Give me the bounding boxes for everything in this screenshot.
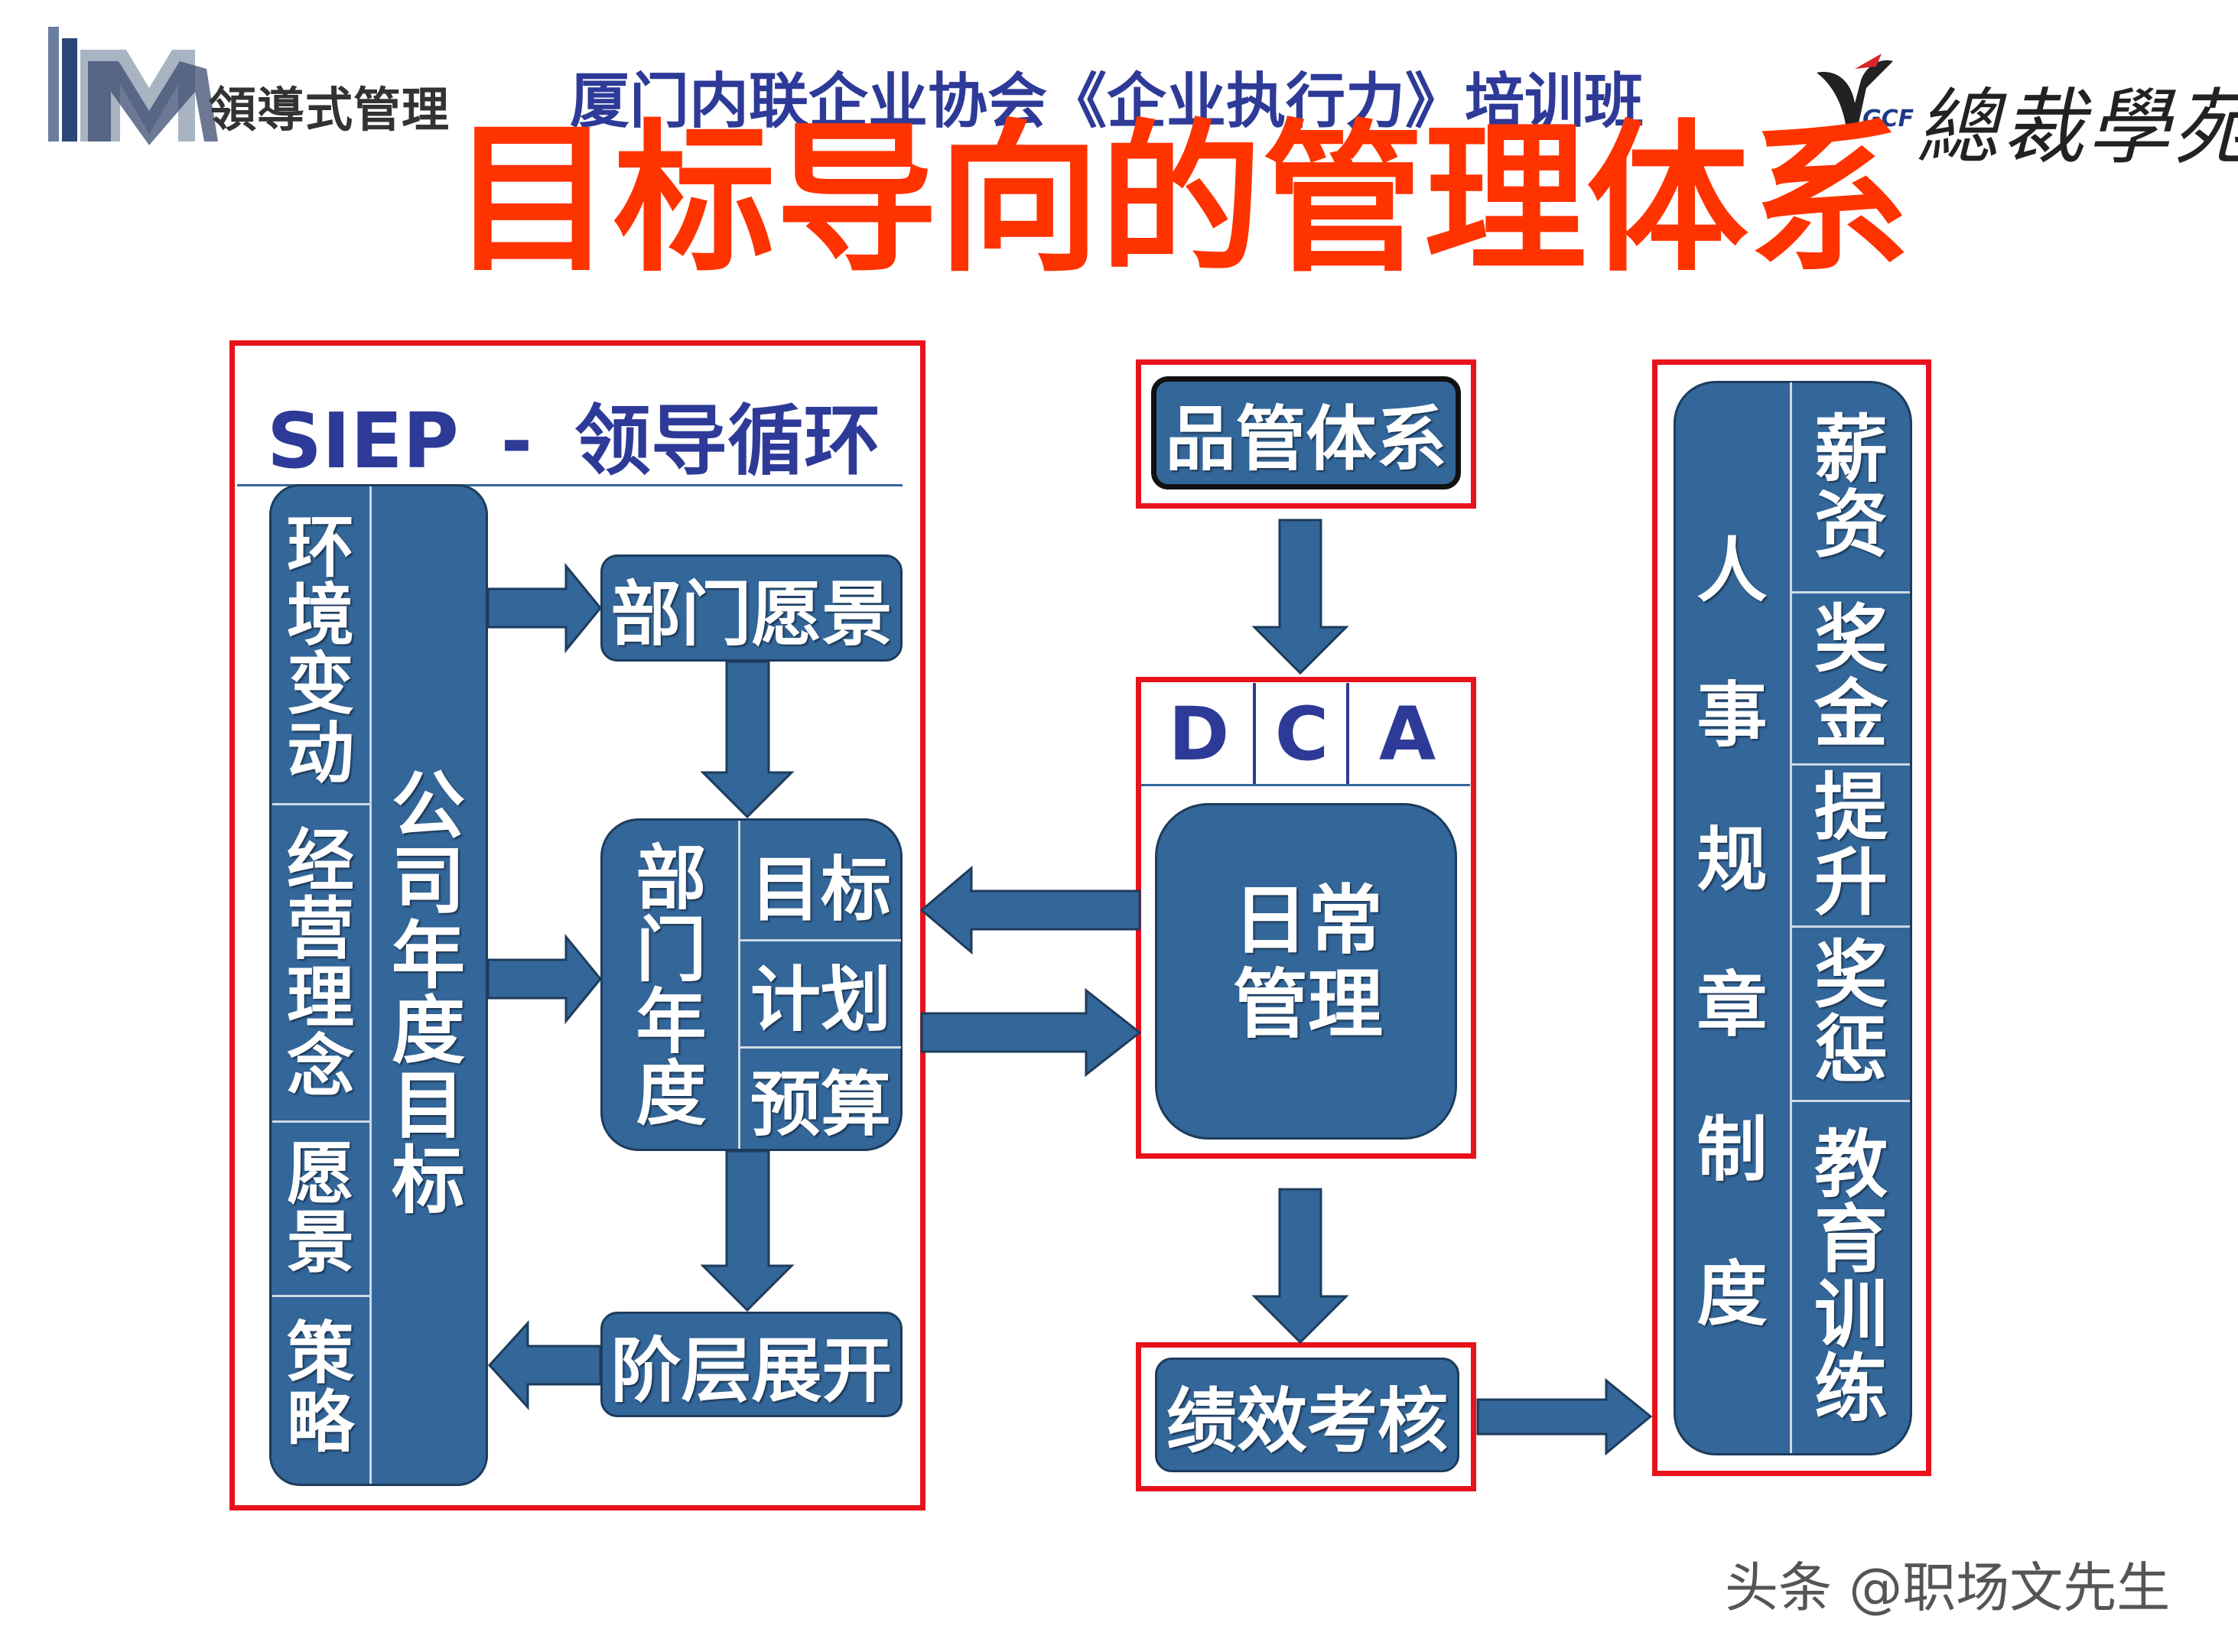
dept-annual-divider (738, 821, 740, 1149)
daily-management-box (1155, 803, 1457, 1140)
logo-left-text: 領導式管理 (209, 82, 451, 138)
performance-label: 绩效考核 (1166, 1380, 1448, 1462)
arrow-vision-down (700, 660, 795, 819)
dept-annual-label: 部门年度 (636, 837, 707, 1135)
arrow-goal-to-annual (486, 933, 602, 1025)
cycle-letter-c: C (1274, 691, 1329, 777)
hr-main-label: 人事规章制度 (1696, 530, 1768, 1336)
hr-item-divider (1792, 763, 1910, 766)
hr-item-training: 教育训练 (1814, 1121, 1888, 1432)
arrow-daily-down (1251, 1188, 1349, 1345)
arrow-annual-down (700, 1150, 795, 1312)
logo-right-mark: GCF (1862, 106, 1914, 132)
daily-management-label: 日常管理 (1232, 877, 1383, 1049)
leadership-logo-icon (48, 27, 218, 145)
dept-item-goal: 目标 (750, 848, 891, 931)
arrow-annual-to-daily (920, 987, 1142, 1078)
arrow-quality-down (1251, 519, 1349, 675)
dept-item-divider (740, 1046, 901, 1049)
left-item-strategy: 策略 (286, 1314, 354, 1462)
gcf-logo-icon (1817, 54, 1893, 134)
cycle-divider (1253, 683, 1256, 784)
siep-heading-cn: 领导循环 (574, 396, 880, 486)
dept-item-budget: 预算 (750, 1063, 891, 1146)
siep-heading-en: SIEP (266, 396, 459, 486)
hr-divider (1790, 382, 1792, 1453)
dept-annual-box (600, 818, 903, 1151)
hr-item-bonus: 奖金 (1814, 596, 1888, 757)
company-annual-goal: 公司年度目标 (392, 763, 465, 1224)
left-item-divider (272, 1120, 369, 1123)
cycle-underline (1141, 784, 1470, 786)
dept-vision-box: 部门愿景 (600, 554, 903, 662)
cycle-letter-d: D (1168, 691, 1230, 777)
performance-frame (1136, 1342, 1476, 1491)
arrow-daily-to-annual (919, 865, 1141, 955)
performance-box: 绩效考核 (1155, 1358, 1459, 1472)
hierarchy-label: 阶层展开 (610, 1329, 893, 1412)
logo-right: GCF 總裁學苑 (1809, 46, 2238, 176)
left-item-environment: 环境变动 (286, 507, 354, 792)
siep-heading: SIEP - 领导循环 (252, 379, 895, 489)
arrow-performance-to-hr (1476, 1377, 1653, 1456)
logo-right-text: 總裁學苑 (1916, 80, 2238, 176)
cycle-letter-a: A (1378, 691, 1436, 777)
hr-frame (1652, 359, 1931, 1476)
left-item-divider (272, 803, 369, 805)
left-item-philosophy: 经营理念 (286, 821, 354, 1106)
hr-item-divider (1792, 591, 1910, 593)
quality-system-frame (1136, 359, 1476, 509)
siep-frame (229, 340, 925, 1511)
hr-item-salary: 薪资 (1814, 406, 1888, 567)
subtitle: 厦门内联企业协会《企业执行力》培训班 (570, 67, 1644, 136)
dept-item-plan: 计划 (750, 959, 891, 1041)
siep-left-column-divider (369, 486, 372, 1484)
dept-item-divider (740, 939, 901, 941)
dept-vision-label: 部门愿景 (610, 573, 893, 655)
cycle-divider (1346, 683, 1349, 784)
left-item-divider (272, 1295, 369, 1297)
quality-system-box: 品管体系 (1151, 376, 1461, 489)
hr-item-divider (1792, 1100, 1910, 1102)
arrow-goal-to-vision (486, 562, 602, 654)
quality-system-label: 品管体系 (1165, 398, 1447, 480)
footer-watermark: 头条 @职场文先生 (1725, 1556, 2171, 1619)
hr-box (1674, 381, 1912, 1455)
left-item-vision: 愿景 (286, 1134, 354, 1282)
siep-divider (237, 484, 903, 486)
hierarchy-box: 阶层展开 (600, 1312, 903, 1417)
hr-item-divider (1792, 925, 1910, 928)
arrow-hierarchy-to-goal (487, 1320, 602, 1410)
hr-item-reward: 奖惩 (1814, 932, 1888, 1093)
hr-item-promotion: 提升 (1814, 764, 1888, 925)
page-title: 目标导向的管理体系 (451, 105, 1911, 294)
logo-left: 領導式管理 (42, 19, 455, 145)
siep-heading-sep: - (500, 396, 533, 486)
